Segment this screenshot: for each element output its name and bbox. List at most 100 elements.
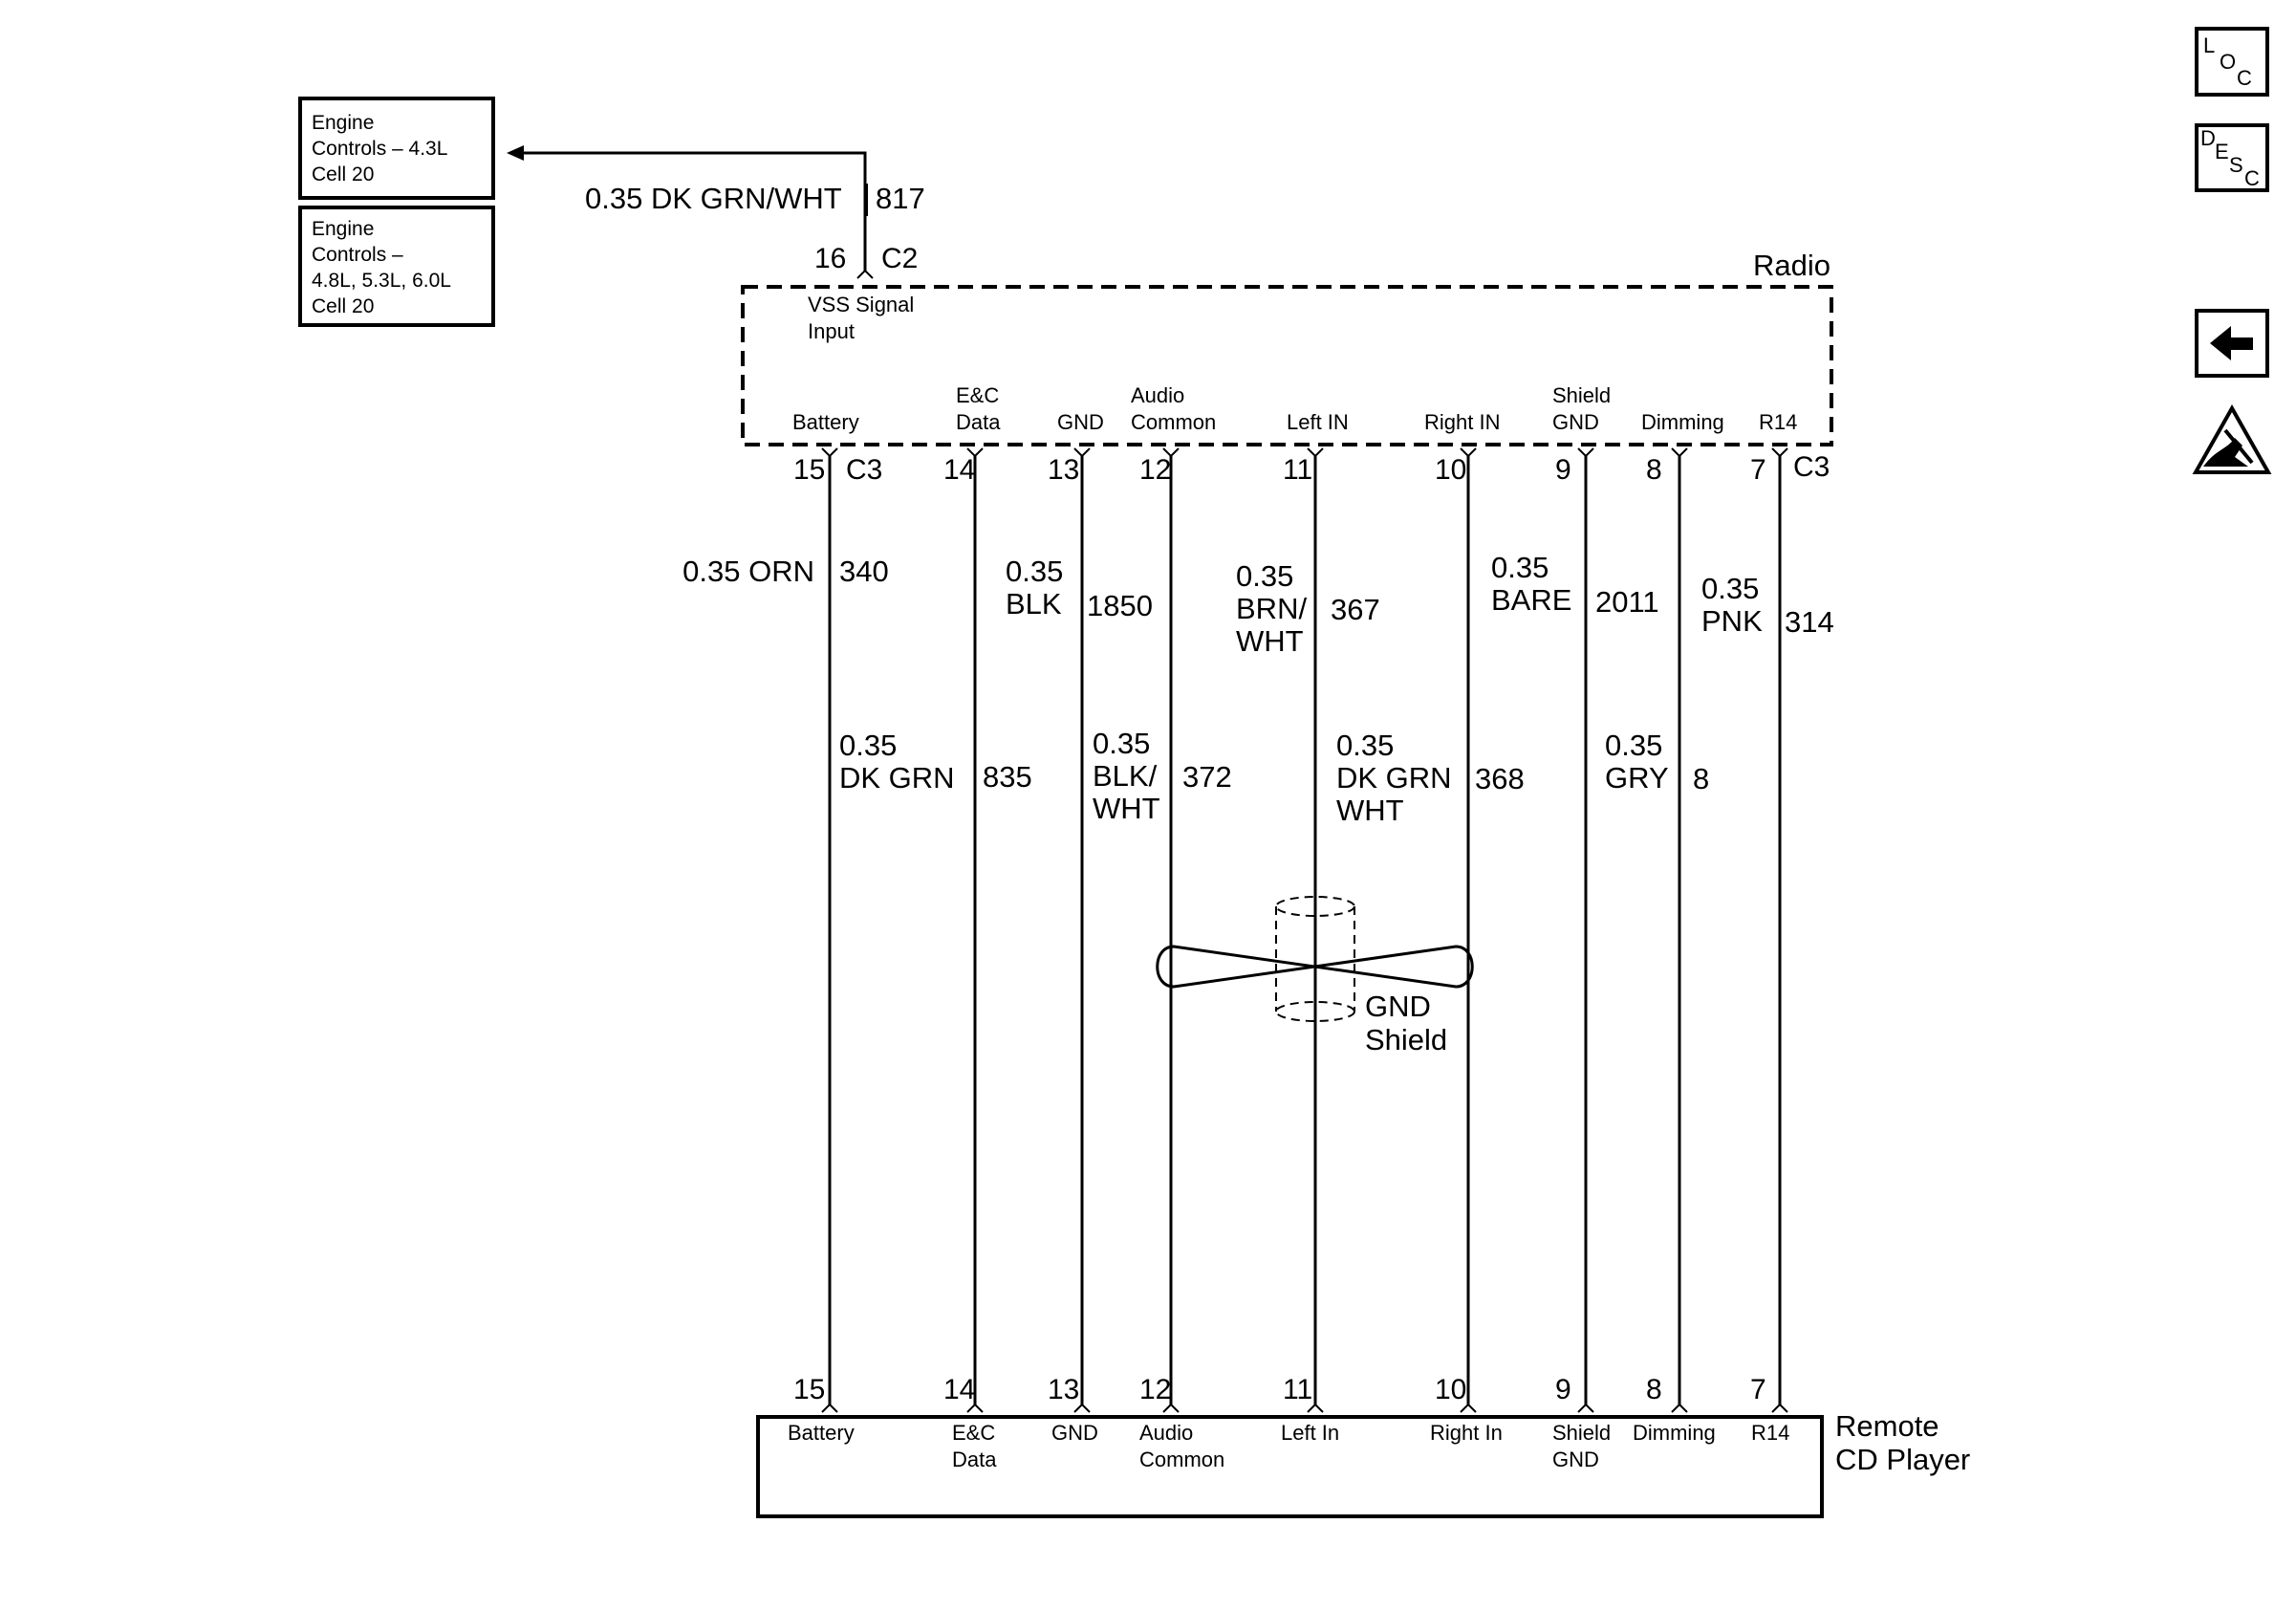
loc-letter: L [2203,33,2215,57]
cd-player-pin-number: 15 [793,1374,825,1405]
wire-spec: 0.35 [839,729,897,762]
radio-pin-label: Audio [1131,383,1184,407]
cd-player-pin-label: Dimming [1633,1421,1716,1445]
vss-wire: 0.35 DK GRN/WHT 817 16 C2 [507,145,925,279]
cd-player-pin-number: 12 [1139,1374,1171,1405]
back-button[interactable] [2195,309,2269,378]
radio-pin-label: R14 [1759,410,1797,434]
wire-spec: PNK [1701,604,1763,638]
vss-signal-label: Input [808,319,855,343]
loc-letter: C [2237,66,2252,90]
wire-spec: 0.35 [1336,729,1394,762]
cd-player-pin-label: E&C [952,1421,995,1445]
radio-pin-label: Data [956,410,1001,434]
radio-pin-label: Shield [1552,383,1611,407]
wire-spec: WHT [1236,624,1304,658]
radio-connector-right: C3 [1793,451,1830,483]
connector-terminal [1460,1403,1477,1413]
cd-player-pin-number: 14 [943,1374,975,1405]
vss-circuit: 817 [876,182,925,215]
cd-player-pin-label: Battery [788,1421,855,1445]
shield-label: Shield [1365,1023,1447,1056]
engine-controls-ref-4-8l[interactable]: Engine Controls – 4.8L, 5.3L, 6.0L Cell … [298,206,495,327]
cd-player-pin-number: 13 [1048,1374,1079,1405]
connector-terminal [1671,1403,1688,1413]
desc-button[interactable]: D E S C [2195,123,2269,192]
wire-spec: 0.35 [1491,551,1549,584]
radio-connector-left: C3 [846,454,882,486]
cd-player-pin-number: 10 [1435,1374,1466,1405]
wire-circuit-number: 314 [1785,605,1834,639]
vss-connector: C2 [881,243,918,274]
radio-pin-label: GND [1552,410,1599,434]
radio-component: Radio VSS Signal Input Battery15E&CData1… [741,249,1833,486]
ref-line: Cell 20 [312,163,374,185]
radio-pin-number: 10 [1435,454,1466,486]
cd-player-pins: 15Battery14E&CData13GND12AudioCommon11Le… [788,1374,1789,1471]
ref-line: 4.8L, 5.3L, 6.0L [312,270,451,292]
cd-player-pin-label: R14 [1751,1421,1789,1445]
engine-controls-ref-4-3l[interactable]: Engine Controls – 4.3L Cell 20 [298,97,495,200]
desc-letter: D [2200,126,2216,150]
connector-terminal [1162,1403,1180,1413]
esd-warning-icon [2192,403,2272,474]
radio-pin[interactable]: Right IN 10 [1424,410,1500,486]
radio-pin-label: E&C [956,383,999,407]
vss-pin-number: 16 [814,243,846,274]
twisted-pair-shield: GND Shield [1156,896,1474,1056]
cd-player-title: Remote [1835,1409,1939,1443]
radio-pin-number: 9 [1555,454,1571,486]
radio-pin-number: 13 [1048,454,1079,486]
wire-spec: DK GRN [1336,761,1452,795]
loc-button[interactable]: L O C [2195,27,2269,97]
wire-spec: BRN/ [1236,592,1307,625]
radio-pin[interactable]: R14 7 [1750,410,1797,486]
wire-spec: DK GRN [839,761,955,795]
ref-line: Controls – 4.3L [312,138,447,160]
radio-pin-number: 8 [1646,454,1662,486]
desc-letter: C [2244,166,2260,190]
esd-warning-button[interactable] [2192,403,2272,474]
radio-pin-label: Right IN [1424,410,1500,434]
radio-pin-label: Common [1131,410,1216,434]
loc-letter: O [2220,50,2236,74]
wire-spec: WHT [1093,792,1160,825]
cd-player-pin-label: Audio [1139,1421,1193,1445]
radio-pin-number: 12 [1139,454,1171,486]
wire-spec: BLK/ [1093,759,1158,793]
wire-circuit-number: 835 [983,760,1032,794]
wire-circuit-number: 1850 [1087,589,1153,622]
connector-terminal [1771,447,1788,458]
connector-terminal [1073,1403,1091,1413]
radio-pin-number: 15 [793,454,825,486]
ref-line: Controls – [312,244,403,266]
radio-pin-number: 7 [1750,454,1766,486]
wire-spec: WHT [1336,794,1404,827]
